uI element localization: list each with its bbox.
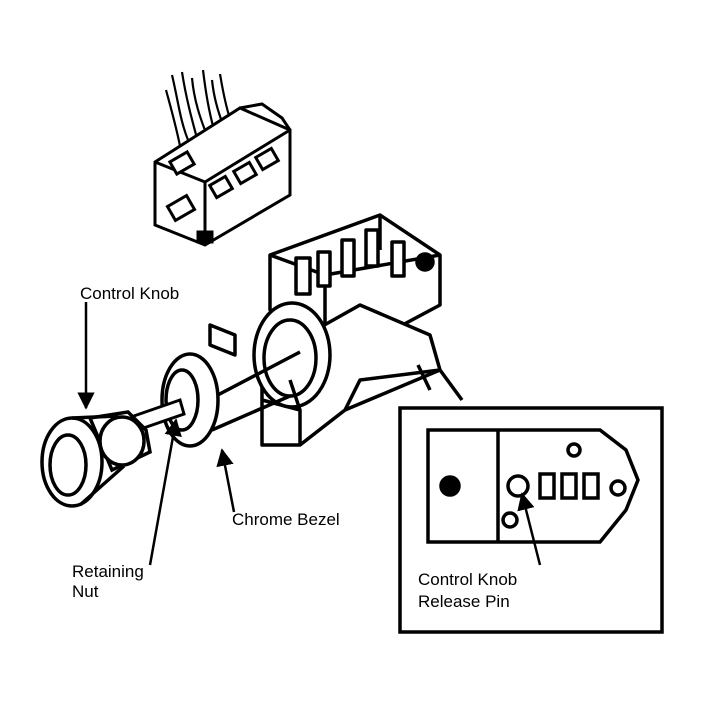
control-knob [40,410,152,508]
inset-detail [398,364,664,634]
release-pin-label-line2: Release Pin [418,592,510,611]
wire-connector [153,102,292,247]
retaining-nut-label-line2: Nut [72,582,99,601]
chrome-bezel-label: Chrome Bezel [232,510,340,529]
leader-lines [77,302,542,566]
switch-barrel [211,301,332,432]
wire-harness [164,69,236,147]
release-pin-label-line1: Control Knob [418,570,518,589]
release-pin-arrow [517,492,542,566]
chrome-bezel-arrow [216,448,236,513]
chrome-bezel [160,352,220,448]
retaining-nut-arrow [148,418,182,566]
control-knob-label: Control Knob [80,284,180,303]
retaining-nut-label-line1: Retaining [72,562,144,581]
